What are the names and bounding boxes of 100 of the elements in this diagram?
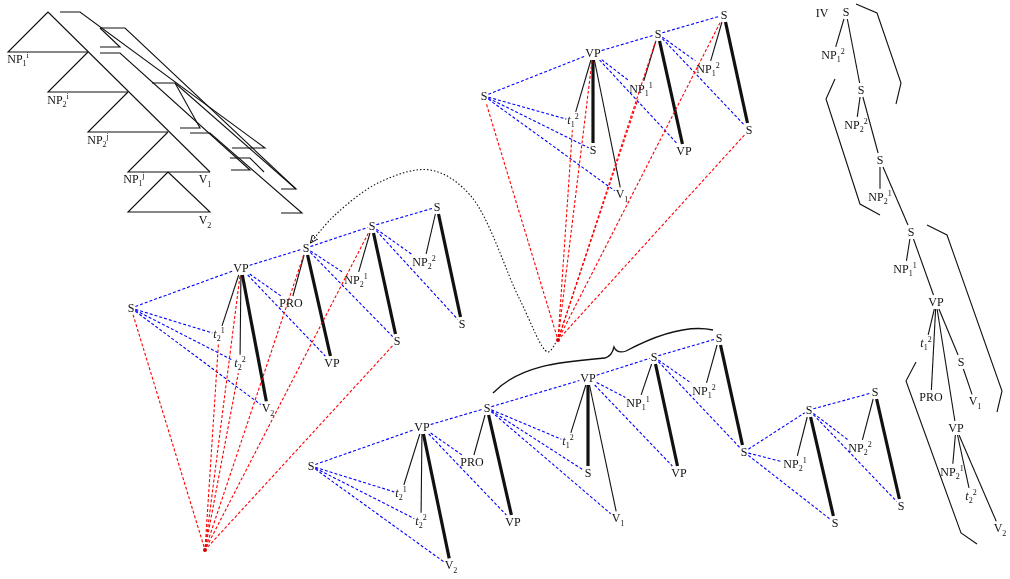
tree-branch	[657, 359, 692, 384]
tree-branch	[952, 434, 956, 465]
tree-branch	[575, 59, 592, 113]
tree-branch	[593, 59, 621, 188]
node-label: S	[831, 517, 839, 529]
tree-branch	[861, 398, 874, 441]
tree-branch	[723, 21, 750, 124]
node-label: S	[650, 351, 658, 363]
node-label: S	[368, 220, 376, 232]
node-label: S	[654, 28, 662, 40]
node-label: S	[907, 226, 915, 238]
node-label: V$_{2}$	[444, 559, 458, 575]
node-label: V$_{2}$	[261, 402, 275, 418]
tree-branch	[436, 213, 463, 318]
tree-branch	[557, 59, 593, 338]
node-label: S	[857, 84, 865, 96]
tree-branch	[559, 21, 721, 338]
tree-branch	[882, 166, 909, 226]
tree-branch	[594, 384, 673, 467]
node-label: VP	[414, 421, 430, 433]
node-label: S	[745, 124, 753, 136]
tree-branch	[292, 254, 305, 297]
node-label: S	[307, 460, 315, 472]
tree-branch	[206, 232, 369, 548]
tree-branch	[473, 414, 486, 456]
tree-branch	[912, 238, 935, 296]
node-label: VP	[671, 467, 687, 479]
tree-branch	[905, 238, 911, 262]
tree-branch	[309, 226, 369, 248]
tree-branch	[249, 273, 282, 297]
node-label: PRO	[279, 297, 303, 309]
tree-branch	[205, 254, 305, 548]
node-label: S	[805, 404, 813, 416]
tree-branch	[487, 98, 616, 192]
tree-branch	[134, 310, 262, 406]
tree-branch	[134, 308, 213, 334]
tree-branch	[306, 254, 332, 357]
tree-branch	[879, 166, 881, 190]
node-label: S	[584, 467, 592, 479]
node-label: S	[876, 154, 884, 166]
tree-branch	[204, 274, 241, 548]
node-label: S	[897, 500, 905, 512]
tree-branch	[314, 466, 395, 493]
tree-branch	[239, 274, 242, 356]
node-label: VP	[585, 47, 601, 59]
tree-branch	[403, 433, 421, 486]
tree-branch	[221, 274, 240, 327]
tree-branch	[601, 34, 655, 51]
tree-branch	[812, 413, 898, 503]
tree-branch	[596, 381, 626, 398]
tree-branch	[430, 432, 463, 456]
tree-branch	[846, 18, 861, 84]
tree-branch	[812, 392, 872, 410]
tree-branch	[358, 232, 371, 273]
tree-branch	[240, 274, 268, 402]
tree-branch	[375, 230, 459, 320]
node-label: S	[127, 302, 135, 314]
tree-branch	[490, 409, 562, 440]
node-label: PRO	[919, 391, 943, 403]
tree-branch	[490, 411, 612, 515]
node-label: VP	[928, 296, 944, 308]
node-label: VP	[324, 357, 340, 369]
tree-branch	[657, 338, 716, 357]
tree-branch	[640, 363, 653, 396]
tree-branch	[309, 251, 394, 338]
node-label: S	[480, 90, 488, 102]
tree-branch	[956, 434, 970, 489]
tree-branch	[247, 274, 326, 357]
tree-branch	[591, 60, 595, 143]
node-label: S	[715, 332, 723, 344]
tree-branch	[706, 344, 718, 384]
tree-branch	[936, 308, 956, 422]
tree-branch	[375, 228, 412, 255]
tree-branch	[314, 467, 415, 520]
node-label: S	[433, 201, 441, 213]
tree-branch	[661, 36, 696, 62]
tree-branch	[809, 416, 835, 517]
tree-branch	[958, 434, 997, 522]
node-label: S	[589, 144, 597, 156]
tree-branch	[428, 433, 507, 516]
tree-branch	[309, 250, 344, 274]
tree-branch	[862, 96, 879, 154]
node-label: S	[842, 6, 850, 18]
tree-branch	[430, 408, 484, 426]
tree-branch	[487, 414, 513, 516]
tree-branch	[657, 361, 741, 448]
tree-branch	[314, 468, 445, 563]
tree-branch	[938, 308, 959, 356]
node-label: PRO	[460, 456, 484, 468]
tree-branch	[560, 134, 746, 338]
tree-branch	[875, 398, 901, 500]
tree-branch	[962, 368, 973, 395]
tree-branch	[747, 412, 806, 450]
convergence-point	[556, 338, 560, 342]
node-label: S	[957, 356, 965, 368]
tree-branch	[371, 232, 398, 335]
tree-branch	[249, 248, 303, 266]
tree-label: V$_{1}$	[198, 173, 212, 189]
node-label: V$_{1}$	[611, 512, 625, 528]
tree-branch	[420, 433, 423, 514]
